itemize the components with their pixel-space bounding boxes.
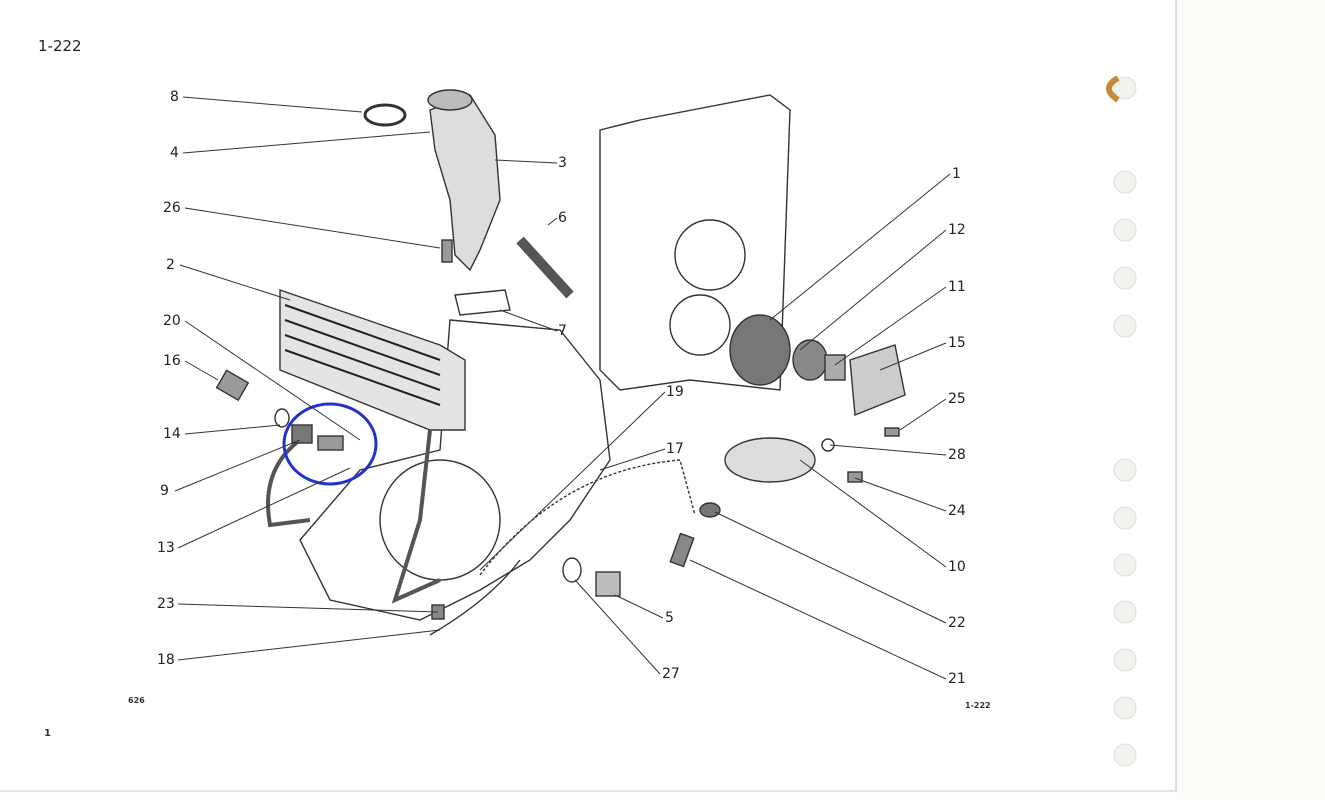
seal-ring-8 [363, 103, 407, 127]
leader-line-16 [184, 360, 219, 381]
leader-line-26 [184, 207, 441, 249]
page-number: 1-222 [38, 37, 82, 55]
callout-7: 7 [558, 323, 567, 339]
cable-17 [479, 459, 696, 576]
leader-line-27 [574, 579, 661, 675]
leader-line-21 [689, 559, 947, 680]
callout-19: 19 [666, 384, 684, 400]
footer-page-number: 1-222 [965, 701, 991, 710]
highlight-circle [282, 402, 378, 486]
crankcase-cover [379, 459, 501, 581]
engine-cover-plate [599, 94, 791, 391]
leader-line-18 [177, 629, 441, 661]
figure-code: 626 [128, 696, 145, 705]
callout-1: 1 [952, 166, 961, 182]
leader-line-22 [714, 511, 947, 624]
corner-mark: 1 [44, 728, 51, 739]
seal-14 [274, 408, 290, 428]
binder-margin [1177, 0, 1325, 800]
callout-11: 11 [948, 279, 966, 295]
leader-line-7 [499, 309, 558, 332]
leader-line-1 [769, 173, 951, 321]
leader-line-20 [184, 320, 361, 441]
gasket-7 [454, 289, 511, 316]
leader-line-2 [179, 264, 291, 301]
leader-line-13 [177, 467, 351, 549]
callout-22: 22 [948, 615, 966, 631]
callout-2: 2 [166, 257, 175, 273]
callout-3: 3 [558, 155, 567, 171]
callout-9: 9 [160, 483, 169, 499]
drawing-sheet [0, 0, 1177, 792]
breather-hose-6 [516, 236, 574, 299]
leader-line-14 [184, 424, 281, 435]
callout-20: 20 [163, 313, 181, 329]
plate-bore-lower [669, 294, 731, 356]
callout-24: 24 [948, 503, 966, 519]
leader-line-9 [174, 439, 301, 492]
callout-28: 28 [948, 447, 966, 463]
plug-5 [595, 571, 621, 597]
paper-stain [1106, 75, 1120, 103]
callout-5: 5 [665, 610, 674, 626]
screw-24 [847, 471, 863, 483]
gear-11 [824, 354, 846, 381]
leader-line-15 [879, 342, 947, 371]
callout-6: 6 [558, 210, 567, 226]
callout-17: 17 [666, 441, 684, 457]
part-drawings [215, 89, 906, 636]
plate-bore [674, 219, 746, 291]
fitting-9 [291, 424, 313, 444]
cable-18 [429, 559, 521, 636]
bolt-26 [441, 239, 453, 263]
leader-line-10 [799, 459, 947, 568]
filler-cap [427, 89, 473, 111]
leader-line-28 [829, 444, 947, 456]
leader-line-17 [599, 448, 666, 471]
leader-line-6 [547, 217, 558, 226]
callout-14: 14 [163, 426, 181, 442]
callout-16: 16 [163, 353, 181, 369]
seal-27 [562, 557, 582, 583]
gear-12 [792, 339, 828, 381]
leader-line-4 [182, 131, 431, 154]
fitting-13 [317, 435, 344, 451]
leader-line-8 [182, 96, 363, 113]
leader-line-25 [899, 398, 947, 431]
leader-line-23 [177, 603, 439, 613]
callout-26: 26 [163, 200, 181, 216]
callout-18: 18 [157, 652, 175, 668]
callout-8: 8 [170, 89, 179, 105]
oil-cooler-2 [279, 289, 466, 431]
callout-13: 13 [157, 540, 175, 556]
callout-25: 25 [948, 391, 966, 407]
oil-line-left [266, 438, 311, 528]
oil-filler-neck [429, 94, 501, 272]
callout-21: 21 [948, 671, 966, 687]
leader-line-11 [834, 286, 947, 366]
union-16 [215, 369, 250, 402]
oil-line-right [391, 429, 441, 604]
crankcase [299, 319, 611, 621]
callout-15: 15 [948, 335, 966, 351]
pump-cover-15 [849, 344, 906, 416]
leader-line-19 [479, 391, 666, 571]
screw-25 [884, 427, 900, 437]
callout-27: 27 [662, 666, 680, 682]
leader-line-12 [799, 229, 947, 351]
callout-23: 23 [157, 596, 175, 612]
callout-4: 4 [170, 145, 179, 161]
leader-line-3 [494, 159, 558, 164]
binder-holes [1113, 76, 1137, 767]
leader-lines [174, 96, 951, 680]
leader-line-24 [854, 477, 947, 512]
leader-line-5 [614, 594, 664, 619]
spring-22 [699, 502, 721, 518]
filter-cover-10 [724, 437, 816, 483]
pump-housing-1 [729, 314, 791, 386]
callout-10: 10 [948, 559, 966, 575]
bolt-21 [669, 532, 695, 568]
callout-12: 12 [948, 222, 966, 238]
